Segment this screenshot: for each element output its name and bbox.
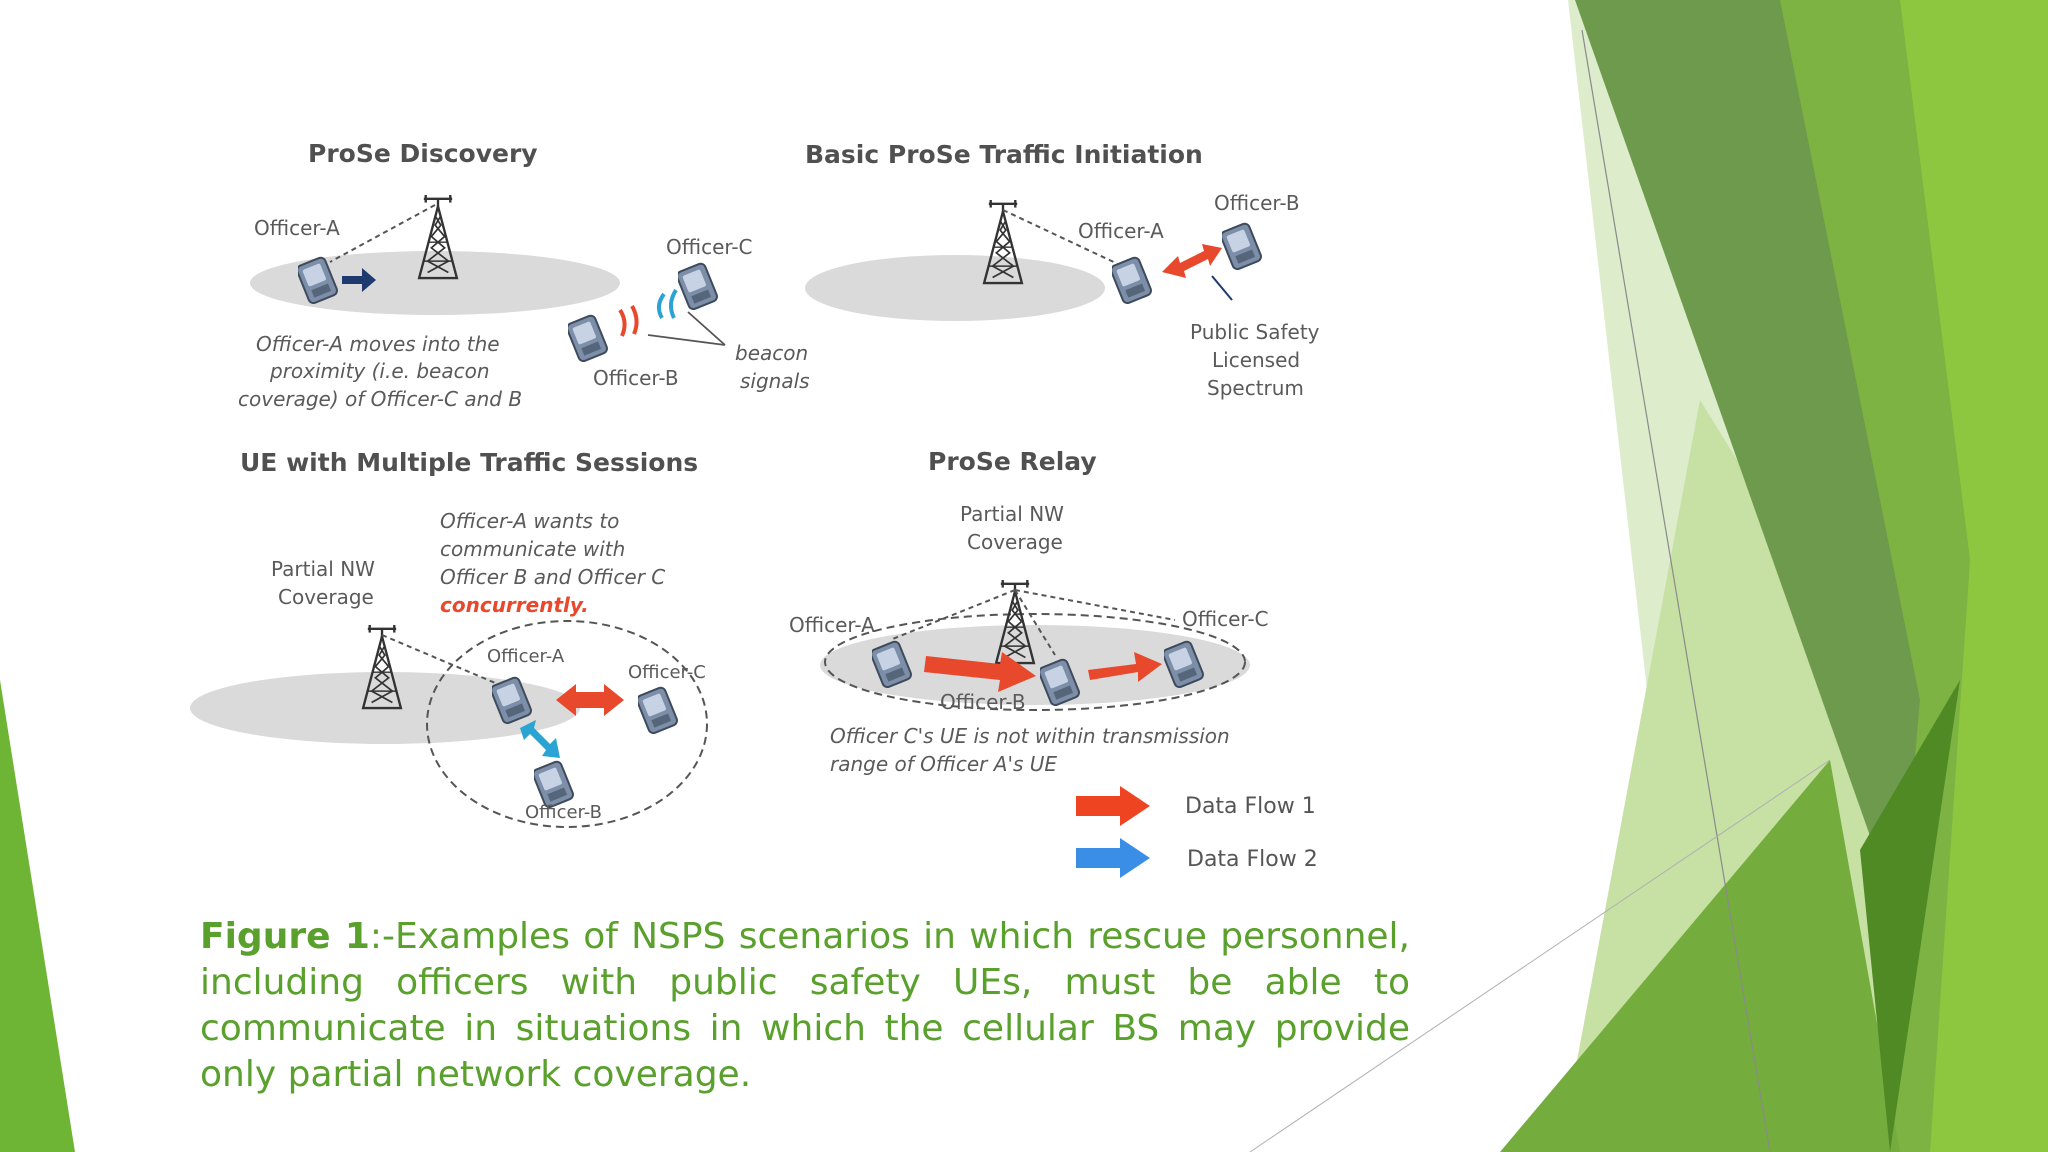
link-line (1014, 589, 1056, 656)
prose-relay-panel: ProSe Relay Partial NW Coverage Officer-… (789, 447, 1269, 776)
officer-c-label: Officer-C (628, 662, 706, 683)
right-facet-bright (1900, 0, 2048, 1152)
facet-thin-line (1249, 759, 1831, 1152)
flow1-arrow (1088, 652, 1162, 682)
spectrum-label-line2: Licensed (1212, 348, 1300, 372)
link-line (329, 204, 436, 263)
officer-c-phone-icon (638, 686, 678, 734)
officer-a-label: Officer-A (254, 216, 340, 240)
caption-text: :-Examples of NSPS scenarios in which re… (200, 916, 1410, 1095)
legend-flow2-swatch (1076, 838, 1150, 878)
relay-range-ellipse (824, 613, 1246, 711)
officer-b-label: Officer-B (525, 802, 602, 823)
traffic-initiation-panel: Basic ProSe Traffic Initiation Officer-A… (805, 140, 1320, 400)
coverage-label-line2: Coverage (278, 585, 374, 609)
coverage-label-line1: Partial NW (960, 502, 1064, 526)
panel-title: UE with Multiple Traffic Sessions (240, 448, 698, 477)
link-line (1014, 589, 1176, 621)
facet-thin-line (1581, 29, 1771, 1152)
coverage-label-line2: Coverage (967, 530, 1063, 554)
officer-b-label: Officer-B (1214, 191, 1300, 215)
discovery-note-line2: proximity (i.e. beacon (269, 359, 490, 383)
panel-title: ProSe Discovery (308, 139, 538, 168)
panel-title: ProSe Relay (928, 447, 1097, 476)
multiple-sessions-panel: UE with Multiple Traffic Sessions Partia… (190, 448, 708, 828)
legend-flow2-label: Data Flow 2 (1187, 847, 1318, 872)
officer-c-label: Officer-C (666, 235, 753, 259)
beacon-label-line2: signals (740, 369, 810, 393)
legend-flow1-swatch (1076, 786, 1150, 826)
panel-title: Basic ProSe Traffic Initiation (805, 140, 1203, 169)
officer-a-phone-icon (1112, 256, 1152, 304)
right-facet-deep (1860, 680, 1960, 1152)
coverage-label-line1: Partial NW (271, 557, 375, 581)
legend: Data Flow 1 Data Flow 2 (1076, 786, 1318, 878)
left-facet (0, 680, 75, 1152)
officer-b-label: Officer-B (940, 690, 1026, 714)
figure-caption: Figure 1:-Examples of NSPS scenarios in … (200, 914, 1410, 1098)
link-line (1002, 209, 1121, 266)
relay-note-line2: range of Officer A's UE (830, 752, 1057, 776)
pointer-line (1211, 275, 1233, 301)
bidirectional-flow-arrow (1162, 244, 1222, 278)
prose-discovery-panel: ProSe Discovery Officer-A Officer-C Offi… (238, 139, 810, 411)
officer-b-label: Officer-B (593, 366, 679, 390)
officer-a-label: Officer-A (1078, 219, 1164, 243)
officer-c-phone-icon (678, 262, 718, 310)
beacon-signal-icon (657, 288, 678, 320)
spectrum-label-line1: Public Safety (1190, 320, 1320, 344)
spectrum-label-line3: Spectrum (1207, 376, 1304, 400)
discovery-note-line3: coverage) of Officer-C and B (238, 387, 522, 411)
pointer-line (687, 311, 726, 346)
move-arrow (342, 268, 376, 292)
coverage-ellipse (250, 251, 620, 315)
beacon-label-line1: beacon (735, 341, 808, 365)
officer-c-label: Officer-C (1182, 607, 1269, 631)
coverage-ellipse (820, 625, 1250, 705)
sessions-note-line4: concurrently. (440, 593, 589, 617)
link-line (889, 589, 1016, 641)
sessions-note-line2: communicate with (440, 537, 625, 561)
flow2-bidirectional-arrow (520, 720, 560, 758)
coverage-ellipse (805, 255, 1105, 321)
officer-a-label: Officer-A (487, 646, 565, 667)
officer-b-phone-icon (1222, 222, 1262, 270)
legend-flow1-label: Data Flow 1 (1185, 794, 1316, 819)
pointer-line (647, 334, 726, 346)
officer-b-phone-icon (568, 314, 608, 362)
right-facet-bottom (1500, 760, 1900, 1152)
discovery-note-line1: Officer-A moves into the (256, 332, 500, 356)
officer-a-label: Officer-A (789, 613, 875, 637)
beacon-signal-icon (618, 305, 639, 337)
relay-note-line1: Officer C's UE is not within transmissio… (830, 724, 1230, 748)
flow1-bidirectional-arrow (556, 684, 624, 716)
sessions-note-line1: Officer-A wants to (440, 509, 619, 533)
sessions-note-line3: Officer B and Officer C (440, 565, 665, 589)
flow1-arrow (924, 652, 1036, 692)
proximity-range-ellipse (426, 620, 708, 828)
figure-label: Figure 1 (200, 916, 370, 957)
link-line (381, 634, 501, 686)
